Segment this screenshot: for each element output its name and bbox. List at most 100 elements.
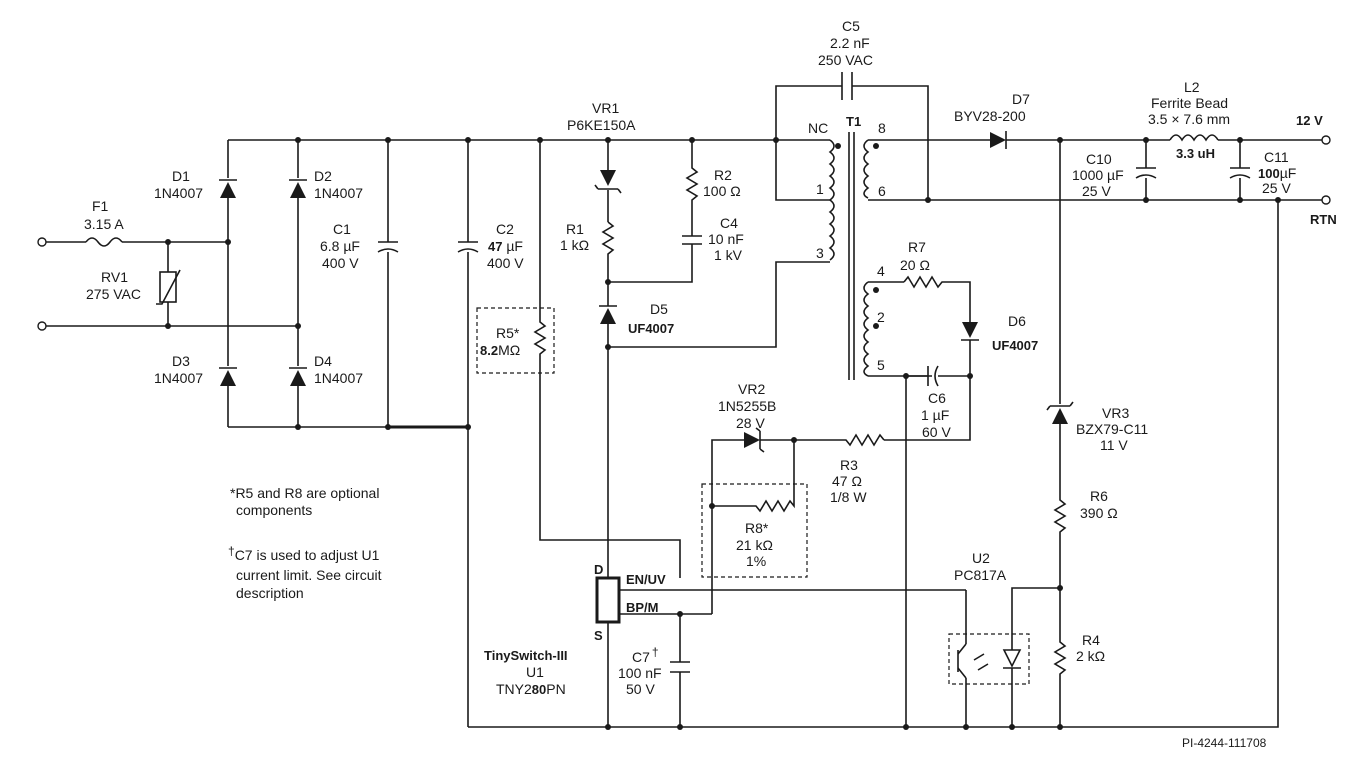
c11-voltage: 25 V	[1262, 180, 1291, 196]
l2-size: 3.5 × 7.6 mm	[1148, 111, 1230, 127]
c11-ref: C11	[1264, 149, 1289, 165]
f1-value: 3.15 A	[84, 216, 124, 232]
bias-zener-section	[680, 427, 885, 615]
r7-value: 20 Ω	[900, 257, 930, 273]
r7-ref: R7	[908, 239, 926, 255]
r4-ref: R4	[1082, 632, 1100, 648]
c7-value: 100 nF	[618, 665, 662, 681]
u1-family: TinySwitch-III	[484, 648, 568, 663]
d6-part: UF4007	[992, 338, 1038, 353]
transformer-t1	[775, 72, 1160, 380]
c10-voltage: 25 V	[1082, 183, 1111, 199]
r1-ref: R1	[566, 221, 584, 237]
r1-value: 1 kΩ	[560, 237, 589, 253]
c4-voltage: 1 kV	[714, 247, 743, 263]
l2-desc: Ferrite Bead	[1151, 95, 1228, 111]
r8-optional-box	[701, 483, 808, 578]
d4-ref: D4	[314, 353, 332, 369]
c5-voltage: 250 VAC	[818, 52, 873, 68]
l2-value: 3.3 uH	[1176, 146, 1215, 161]
d3-ref: D3	[172, 353, 190, 369]
u1-pin-en: EN/UV	[626, 572, 666, 587]
d7-part: BYV28-200	[954, 108, 1026, 124]
t1-pin-6: 6	[878, 183, 886, 199]
note-optional-line1: *R5 and R8 are optional	[230, 485, 379, 501]
c5-value: 2.2 nF	[830, 35, 870, 51]
r6-ref: R6	[1090, 488, 1108, 504]
t1-pin-3: 3	[816, 245, 824, 261]
c1-voltage: 400 V	[322, 255, 359, 271]
r5-wire	[533, 140, 681, 578]
u1-tinyswitch	[467, 427, 966, 730]
note-c7-line3: description	[236, 585, 304, 601]
rv1-value: 275 VAC	[86, 286, 141, 302]
t1-pin-8: 8	[878, 120, 886, 136]
r8-tol: 1%	[746, 553, 766, 569]
r2-ref: R2	[714, 167, 732, 183]
note-c7-line2: current limit. See circuit	[236, 567, 382, 583]
d7-ref: D7	[1012, 91, 1030, 107]
c6-ref: C6	[928, 390, 946, 406]
bias-section	[884, 275, 979, 727]
u2-optocoupler-box	[948, 633, 1030, 685]
c6-value: 1 µF	[921, 407, 949, 423]
vr2-voltage: 28 V	[736, 415, 765, 431]
f1-ref: F1	[92, 198, 109, 214]
c2-ref: C2	[496, 221, 514, 237]
r4-value: 2 kΩ	[1076, 648, 1105, 664]
c1-ref: C1	[333, 221, 351, 237]
d4-part: 1N4007	[314, 370, 363, 386]
r5-ref: R5*	[496, 325, 520, 341]
c5-ref: C5	[842, 18, 860, 34]
r5-optional-box	[476, 307, 555, 374]
u1-ic-body	[595, 576, 621, 624]
d5-part: UF4007	[628, 321, 674, 336]
c11-value: 100µF	[1258, 165, 1296, 181]
t1-ref: T1	[846, 114, 861, 129]
input-section	[37, 237, 298, 331]
c2-voltage: 400 V	[487, 255, 524, 271]
output-section	[990, 131, 1331, 205]
rtn-terminal	[1321, 195, 1331, 205]
u1-pin-d: D	[594, 562, 603, 577]
r8-value: 21 kΩ	[736, 537, 773, 553]
c1-value: 6.8 µF	[320, 238, 360, 254]
r6-value: 390 Ω	[1080, 505, 1118, 521]
u1-pin-s: S	[594, 628, 603, 643]
vr3-ref: VR3	[1102, 405, 1129, 421]
ac-input-terminal-n	[37, 321, 47, 331]
r3-power: 1/8 W	[830, 489, 867, 505]
d2-ref: D2	[314, 168, 332, 184]
output-12v-label: 12 V	[1296, 113, 1323, 128]
note-optional-line2: components	[236, 502, 312, 518]
fuse-f1-symbol	[85, 237, 123, 247]
d6-ref: D6	[1008, 313, 1026, 329]
d5-ref: D5	[650, 301, 668, 317]
r3-value: 47 Ω	[832, 473, 862, 489]
c4-value: 10 nF	[708, 231, 744, 247]
u2-ref: U2	[972, 550, 990, 566]
t1-nc: NC	[808, 120, 828, 136]
u2-part: PC817A	[954, 567, 1007, 583]
note-c7-line1: †C7 is used to adjust U1	[228, 544, 380, 563]
d2-part: 1N4007	[314, 185, 363, 201]
bulk-capacitors	[377, 137, 479, 430]
clamp-circuit	[537, 137, 830, 540]
c6-voltage: 60 V	[922, 424, 951, 440]
vr3-voltage: 11 V	[1100, 437, 1128, 453]
vout-terminal	[1321, 135, 1331, 145]
c7-voltage: 50 V	[626, 681, 655, 697]
u1-part: TNY280PN	[496, 681, 566, 697]
c2-value: 47 µF	[488, 238, 523, 254]
vr1-part: P6KE150A	[567, 117, 636, 133]
drawing-id: PI-4244-111708	[1182, 736, 1267, 750]
rv1-ref: RV1	[101, 269, 128, 285]
r8-ref: R8*	[745, 520, 769, 536]
d3-part: 1N4007	[154, 370, 203, 386]
r2-value: 100 Ω	[703, 183, 741, 199]
t1-pin-2: 2	[877, 309, 885, 325]
varistor-rv1-symbol	[159, 271, 177, 303]
vr3-part: BZX79-C11	[1076, 421, 1148, 437]
l2-ref: L2	[1184, 79, 1200, 95]
c7-ref: C7†	[632, 645, 659, 665]
